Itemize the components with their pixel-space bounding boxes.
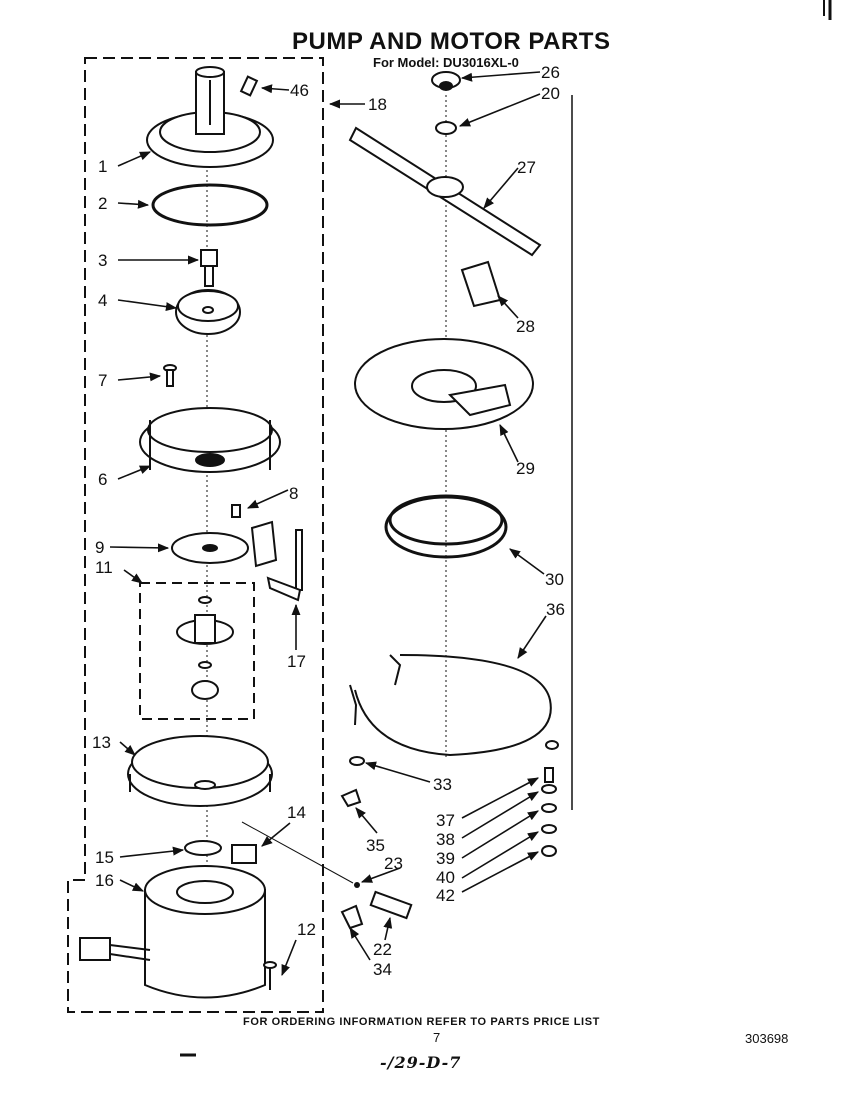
callout-28: 28 bbox=[516, 317, 535, 336]
motor-mount-part bbox=[127, 735, 273, 807]
document-number: 303698 bbox=[745, 1031, 789, 1046]
callout-18: 18 bbox=[368, 95, 387, 114]
callout-15: 15 bbox=[95, 848, 114, 867]
motor-part bbox=[79, 865, 277, 999]
filter-screen-part bbox=[354, 338, 534, 430]
small-ball-part bbox=[354, 882, 360, 888]
washer-part bbox=[435, 121, 457, 135]
callout-39: 39 bbox=[436, 849, 455, 868]
callout-17: 17 bbox=[287, 652, 306, 671]
callout-22: 22 bbox=[373, 940, 392, 959]
spray-arm-clip-part bbox=[460, 260, 502, 308]
callout-20: 20 bbox=[541, 84, 560, 103]
impeller-bolt-part bbox=[200, 249, 218, 287]
callout-6: 6 bbox=[98, 470, 107, 489]
callout-29: 29 bbox=[516, 459, 535, 478]
impeller-parts bbox=[176, 596, 234, 700]
callout-33: 33 bbox=[433, 775, 452, 794]
page-number: 7 bbox=[433, 1030, 441, 1045]
callout-42: 42 bbox=[436, 886, 455, 905]
handwritten-note: -/29-D-7 bbox=[380, 1053, 462, 1072]
callout-35: 35 bbox=[366, 836, 385, 855]
nut-part bbox=[349, 756, 365, 766]
screw-part bbox=[163, 364, 177, 387]
callout-14: 14 bbox=[287, 803, 306, 822]
page-title: PUMP AND MOTOR PARTS bbox=[292, 28, 611, 55]
callout-2: 2 bbox=[98, 194, 107, 213]
callout-46: 46 bbox=[290, 81, 309, 100]
callout-13: 13 bbox=[92, 733, 111, 752]
callout-9: 9 bbox=[95, 538, 104, 557]
impeller-subassembly-boundary bbox=[139, 582, 255, 720]
impeller-cup-part bbox=[175, 289, 241, 335]
callout-16: 16 bbox=[95, 871, 114, 890]
callout-30: 30 bbox=[545, 570, 564, 589]
pump-housing-part bbox=[139, 407, 281, 473]
model-subtitle: For Model: DU3016XL-0 bbox=[373, 55, 519, 70]
pump-cover-part bbox=[146, 66, 274, 168]
callout-12: 12 bbox=[297, 920, 316, 939]
callout-37: 37 bbox=[436, 811, 455, 830]
callout-34: 34 bbox=[373, 960, 392, 979]
capacitor-part bbox=[231, 844, 257, 864]
gasket-ring-part bbox=[384, 494, 508, 559]
thermostat-part bbox=[369, 890, 413, 920]
callout-labels: 1 2 3 4 7 6 9 11 13 15 16 8 17 12 14 46 … bbox=[92, 63, 565, 979]
callout-3: 3 bbox=[98, 251, 107, 270]
callout-11: 11 bbox=[95, 558, 113, 577]
thermostat-clip-part bbox=[340, 904, 364, 930]
callout-36: 36 bbox=[546, 600, 565, 619]
ordering-footer: FOR ORDERING INFORMATION REFER TO PARTS … bbox=[243, 1016, 600, 1028]
clamp-wire-part bbox=[349, 654, 559, 757]
callout-40: 40 bbox=[436, 868, 455, 887]
callout-27: 27 bbox=[517, 158, 536, 177]
pump-assembly-boundary bbox=[67, 57, 324, 1013]
bracket-part bbox=[340, 788, 362, 808]
callout-8: 8 bbox=[289, 484, 298, 503]
spray-arm-cap-part bbox=[431, 71, 461, 91]
spray-arm-part bbox=[348, 126, 542, 257]
small-screw-part bbox=[231, 504, 241, 518]
callout-26: 26 bbox=[541, 63, 560, 82]
wash-plate-part bbox=[171, 520, 278, 568]
actuator-part bbox=[266, 529, 303, 602]
callout-arrows bbox=[109, 71, 547, 977]
callout-7: 7 bbox=[98, 371, 107, 390]
callout-23: 23 bbox=[384, 854, 403, 873]
o-ring-part bbox=[151, 183, 269, 227]
seal-part bbox=[184, 840, 222, 856]
callout-4: 4 bbox=[98, 291, 107, 310]
hardware-stack-parts bbox=[541, 767, 557, 857]
callout-1: 1 bbox=[98, 157, 107, 176]
callout-38: 38 bbox=[436, 830, 455, 849]
